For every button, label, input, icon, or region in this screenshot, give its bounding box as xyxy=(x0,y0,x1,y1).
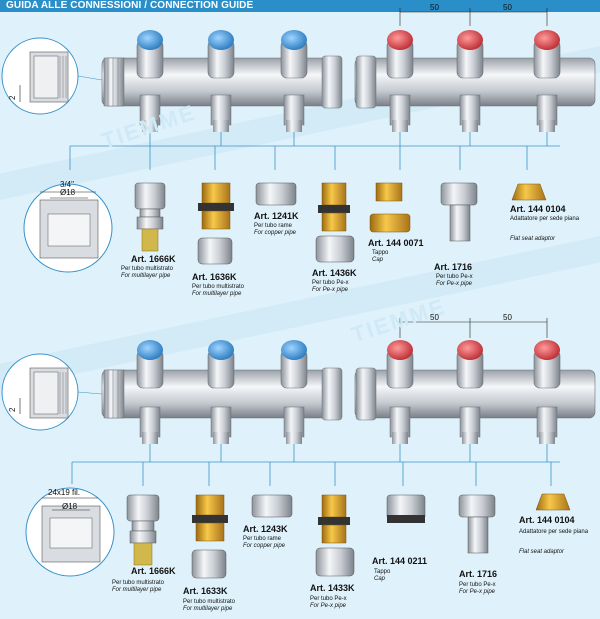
row2-fittings xyxy=(126,493,571,579)
part-desc-it: Per tubo rame xyxy=(243,536,282,542)
bore-dimension: Ø18 xyxy=(60,188,76,197)
part-code: Art. 144 0211 xyxy=(372,556,428,566)
thread-dimension: 24x19 fil. xyxy=(48,488,81,497)
part-desc-en: For multilayer pipe xyxy=(112,587,162,593)
part-desc-it: Per tubo Pe-x xyxy=(459,582,496,588)
part-desc-en: For copper pipe xyxy=(254,230,297,236)
part-desc-en: For multilayer pipe xyxy=(192,291,242,297)
depth-dimension: 2 xyxy=(8,407,17,412)
part-code: Art. 1716 xyxy=(434,262,473,272)
part-desc-it: Adattatore per sede piana xyxy=(519,529,589,535)
part-code: Art. 1241K xyxy=(254,211,299,221)
part-desc-en: For multilayer pipe xyxy=(183,606,233,612)
part-desc-it: Per tubo multistrato xyxy=(121,266,174,272)
part-desc-en: Cap xyxy=(374,576,386,582)
part-desc-it: Per tubo multistrato xyxy=(112,580,165,586)
part-code: Art. 144 0104 xyxy=(519,515,575,525)
part-desc-en: For Pe-x pipe xyxy=(310,603,347,609)
part-desc-it: Adattatore per sede piana xyxy=(510,216,580,222)
part-code: Art. 1433K xyxy=(310,583,355,593)
spacing-dimension: 50 xyxy=(430,313,439,322)
part-code: Art. 1243K xyxy=(243,524,288,534)
part-desc-en: For copper pipe xyxy=(243,543,286,549)
part-desc-en: For Pe-x pipe xyxy=(312,287,349,293)
part-desc-en: Flat seat adaptor xyxy=(519,549,565,555)
part-desc-it: Per tubo multistrato xyxy=(183,599,236,605)
part-desc-it: Per tubo rame xyxy=(254,223,293,229)
part-desc-it: Per tubo multistrato xyxy=(192,284,245,290)
part-desc-en: For Pe-x pipe xyxy=(436,281,473,287)
bore-dimension: Ø18 xyxy=(62,502,78,511)
spacing-dimension: 50 xyxy=(503,313,512,322)
part-desc-en: For multilayer pipe xyxy=(121,273,171,279)
part-desc-it: Per tubo Pe-x xyxy=(436,274,473,280)
part-desc-en: Flat seat adaptor xyxy=(510,236,556,242)
part-desc-en: Cap xyxy=(372,257,384,263)
part-code: Art. 1666K xyxy=(131,566,176,576)
spacing-dimension: 50 xyxy=(430,3,439,12)
part-code: Art. 1636K xyxy=(192,272,237,282)
part-desc-it: Per tubo Pe-x xyxy=(312,280,349,286)
part-desc-it: Tappo xyxy=(374,569,391,575)
row1-fittings xyxy=(134,182,547,265)
spacing-dimension: 50 xyxy=(503,3,512,12)
thread-dimension: 3/4" xyxy=(60,180,74,189)
part-desc-it: Per tubo Pe-x xyxy=(310,596,347,602)
part-desc-en: For Pe-x pipe xyxy=(459,589,496,595)
part-code: Art. 1666K xyxy=(131,254,176,264)
part-code: Art. 144 0104 xyxy=(510,204,566,214)
part-code: Art. 1633K xyxy=(183,586,228,596)
depth-dimension: 2 xyxy=(8,95,17,100)
page-title: GUIDA ALLE CONNESSIONI / CONNECTION GUID… xyxy=(6,0,254,11)
part-desc-it: Tappo xyxy=(372,250,389,256)
part-code: Art. 1436K xyxy=(312,268,357,278)
part-code: Art. 144 0071 xyxy=(368,238,424,248)
part-code: Art. 1716 xyxy=(459,569,498,579)
